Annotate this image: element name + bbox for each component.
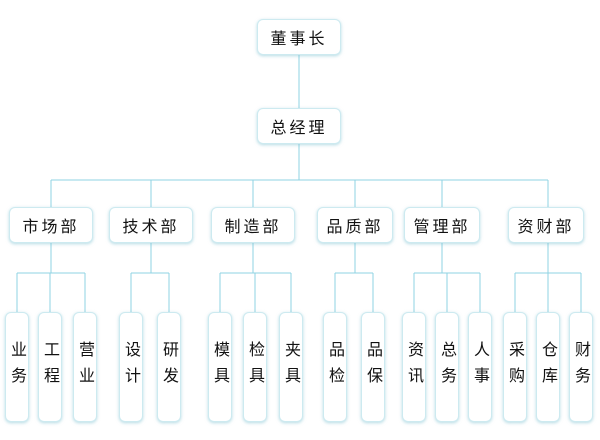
node-label: 市场部 (22, 217, 80, 236)
node-chairman: 董事长 (257, 19, 341, 55)
node-label: 设计 (122, 341, 141, 393)
node-label: 董事长 (270, 29, 328, 48)
node-label: 采购 (506, 341, 525, 393)
node-label: 总经理 (270, 118, 328, 137)
node-unit-molds: 模具 (208, 312, 232, 422)
node-label: 制造部 (224, 217, 282, 236)
node-unit-design: 设计 (119, 312, 143, 422)
node-unit-it: 资讯 (402, 312, 426, 422)
node-label: 模具 (211, 341, 230, 393)
node-unit-fixtures: 夹具 (279, 312, 303, 422)
node-dept-technology: 技术部 (109, 207, 193, 243)
node-unit-business: 业务 (5, 312, 29, 422)
node-unit-quality-assurance: 品保 (361, 312, 385, 422)
node-label: 财务 (572, 341, 591, 393)
node-label: 品质部 (326, 217, 384, 236)
node-unit-hr: 人事 (468, 312, 492, 422)
node-label: 夹具 (282, 341, 301, 393)
node-label: 技术部 (122, 217, 180, 236)
node-dept-marketing: 市场部 (9, 207, 93, 243)
node-label: 品检 (326, 341, 345, 393)
node-unit-warehouse: 仓库 (536, 312, 560, 422)
node-label: 资讯 (405, 341, 424, 393)
node-general-manager: 总经理 (257, 108, 341, 144)
node-unit-finance: 财务 (569, 312, 593, 422)
node-unit-purchasing: 采购 (503, 312, 527, 422)
node-label: 工程 (41, 341, 60, 393)
node-label: 检具 (246, 341, 265, 393)
node-label: 仓库 (539, 341, 558, 393)
node-unit-sales: 营业 (73, 312, 97, 422)
node-unit-general-affairs: 总务 (435, 312, 459, 422)
node-label: 研发 (160, 341, 179, 393)
node-label: 营业 (76, 341, 95, 393)
node-dept-manufacturing: 制造部 (211, 207, 295, 243)
node-unit-quality-inspection: 品检 (323, 312, 347, 422)
node-dept-quality: 品质部 (317, 207, 393, 243)
node-label: 人事 (471, 341, 490, 393)
node-label: 品保 (364, 341, 383, 393)
node-unit-engineering: 工程 (38, 312, 62, 422)
node-unit-gauges: 检具 (243, 312, 267, 422)
node-dept-management: 管理部 (404, 207, 480, 243)
node-unit-research: 研发 (157, 312, 181, 422)
node-label: 管理部 (413, 217, 471, 236)
node-label: 总务 (438, 341, 457, 393)
node-dept-materials-finance: 资财部 (508, 207, 584, 243)
node-label: 业务 (8, 341, 27, 393)
node-label: 资财部 (517, 217, 575, 236)
